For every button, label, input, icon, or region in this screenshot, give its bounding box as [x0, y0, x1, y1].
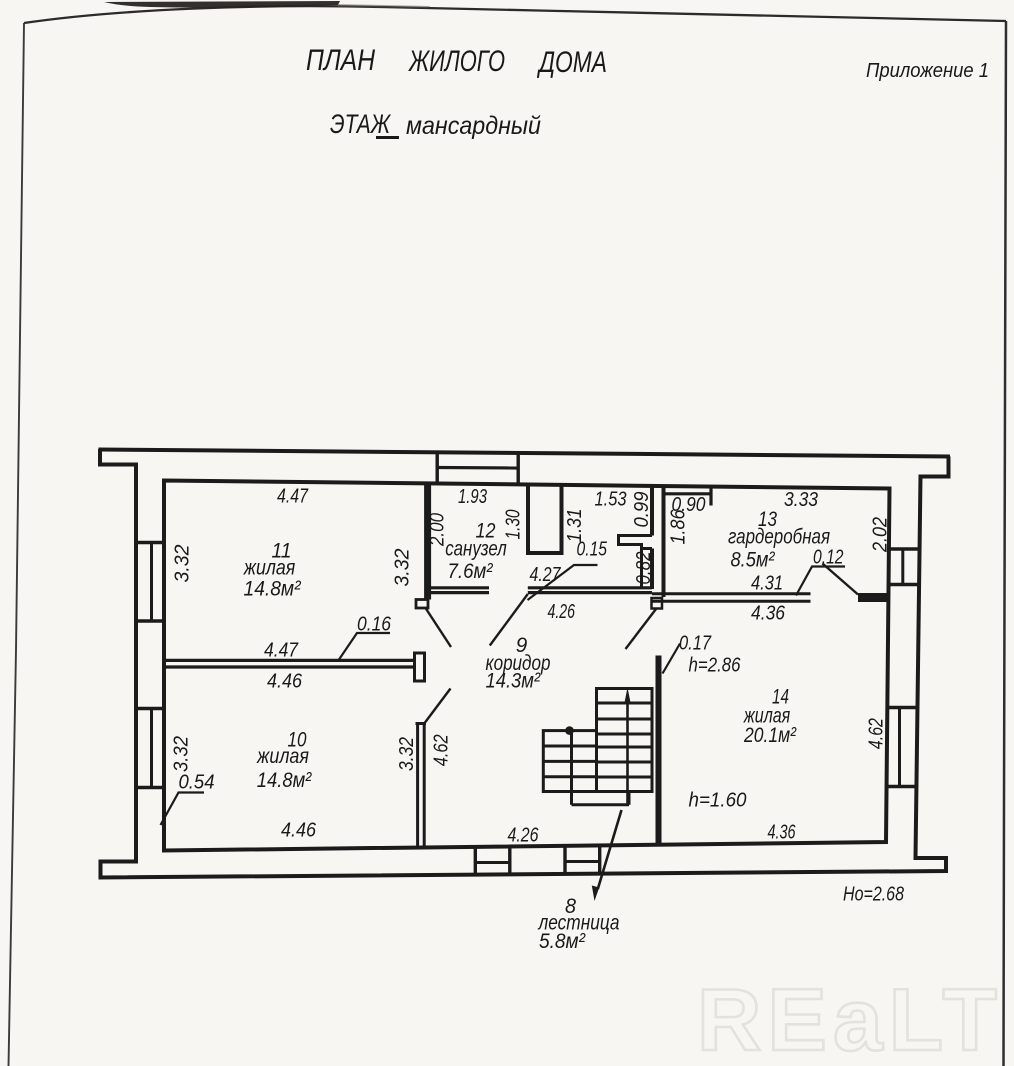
svg-text:0.16: 0.16 — [357, 614, 392, 636]
svg-text:жилая: жилая — [256, 745, 309, 768]
svg-text:1.86: 1.86 — [668, 509, 690, 545]
svg-text:0.82: 0.82 — [633, 552, 655, 585]
svg-text:Но=2.68: Но=2.68 — [843, 884, 904, 906]
svg-text:4.62: 4.62 — [866, 718, 888, 749]
svg-text:санузел: санузел — [445, 538, 507, 561]
svg-text:4.36: 4.36 — [751, 603, 786, 625]
svg-text:14: 14 — [772, 686, 789, 709]
svg-text:14.8м²: 14.8м² — [244, 578, 302, 601]
svg-text:8: 8 — [565, 895, 576, 918]
svg-text:1.31: 1.31 — [564, 509, 586, 543]
svg-text:3.32: 3.32 — [172, 545, 194, 583]
svg-text:2.02: 2.02 — [870, 517, 892, 553]
svg-text:14.3м²: 14.3м² — [486, 670, 541, 693]
svg-text:1.30: 1.30 — [503, 510, 525, 540]
svg-text:3.32: 3.32 — [171, 736, 193, 772]
svg-text:9: 9 — [516, 634, 528, 657]
svg-text:0.54: 0.54 — [179, 772, 215, 794]
svg-text:1.93: 1.93 — [458, 486, 487, 508]
svg-text:8.5м²: 8.5м² — [731, 549, 776, 572]
svg-text:ЖИЛОГО: ЖИЛОГО — [408, 45, 505, 78]
svg-text:3.32: 3.32 — [392, 549, 414, 587]
svg-text:3.33: 3.33 — [784, 489, 818, 511]
svg-text:0.12: 0.12 — [813, 547, 844, 569]
svg-text:0.90: 0.90 — [672, 494, 706, 516]
svg-text:ПЛАН: ПЛАН — [306, 44, 375, 77]
svg-text:0.15: 0.15 — [577, 539, 608, 561]
svg-text:2.00: 2.00 — [427, 513, 449, 547]
svg-text:13: 13 — [758, 508, 777, 531]
svg-text:3.32: 3.32 — [396, 737, 418, 771]
svg-text:10: 10 — [288, 729, 307, 752]
svg-text:жилая: жилая — [243, 557, 295, 580]
svg-text:1.53: 1.53 — [595, 489, 627, 511]
svg-text:гардеробная: гардеробная — [728, 526, 830, 549]
svg-text:4.47: 4.47 — [264, 640, 299, 662]
svg-text:лестница: лестница — [538, 912, 620, 935]
svg-text:ДОМА: ДОМА — [537, 46, 607, 79]
svg-text:20.1м²: 20.1м² — [743, 724, 797, 747]
svg-text:14.8м²: 14.8м² — [257, 769, 312, 792]
svg-text:4.46: 4.46 — [267, 671, 303, 693]
svg-text:жилая: жилая — [743, 705, 790, 728]
svg-text:0.17: 0.17 — [679, 633, 712, 655]
svg-text:ЭТАЖ: ЭТАЖ — [330, 109, 392, 139]
svg-text:11: 11 — [272, 540, 292, 563]
svg-text:REaLT: REaLT — [697, 970, 1003, 1066]
svg-text:7.6м²: 7.6м² — [448, 560, 494, 583]
svg-text:мансардный: мансардный — [406, 112, 541, 140]
svg-text:h=2.86: h=2.86 — [689, 655, 742, 677]
svg-text:4.62: 4.62 — [431, 734, 453, 766]
svg-text:4.36: 4.36 — [768, 822, 797, 844]
svg-text:4.31: 4.31 — [751, 573, 783, 595]
svg-text:4.27: 4.27 — [530, 564, 562, 586]
svg-text:5.8м²: 5.8м² — [539, 930, 586, 953]
svg-text:коридор: коридор — [486, 652, 551, 675]
svg-text:h=1.60: h=1.60 — [689, 790, 747, 812]
svg-text:0.99: 0.99 — [631, 492, 653, 528]
svg-text:4.26: 4.26 — [548, 601, 576, 623]
svg-text:4.47: 4.47 — [277, 486, 309, 508]
svg-text:Приложение 1: Приложение 1 — [866, 60, 989, 82]
svg-text:4.26: 4.26 — [508, 825, 540, 847]
svg-text:4.46: 4.46 — [281, 820, 317, 842]
svg-text:12: 12 — [476, 520, 496, 543]
